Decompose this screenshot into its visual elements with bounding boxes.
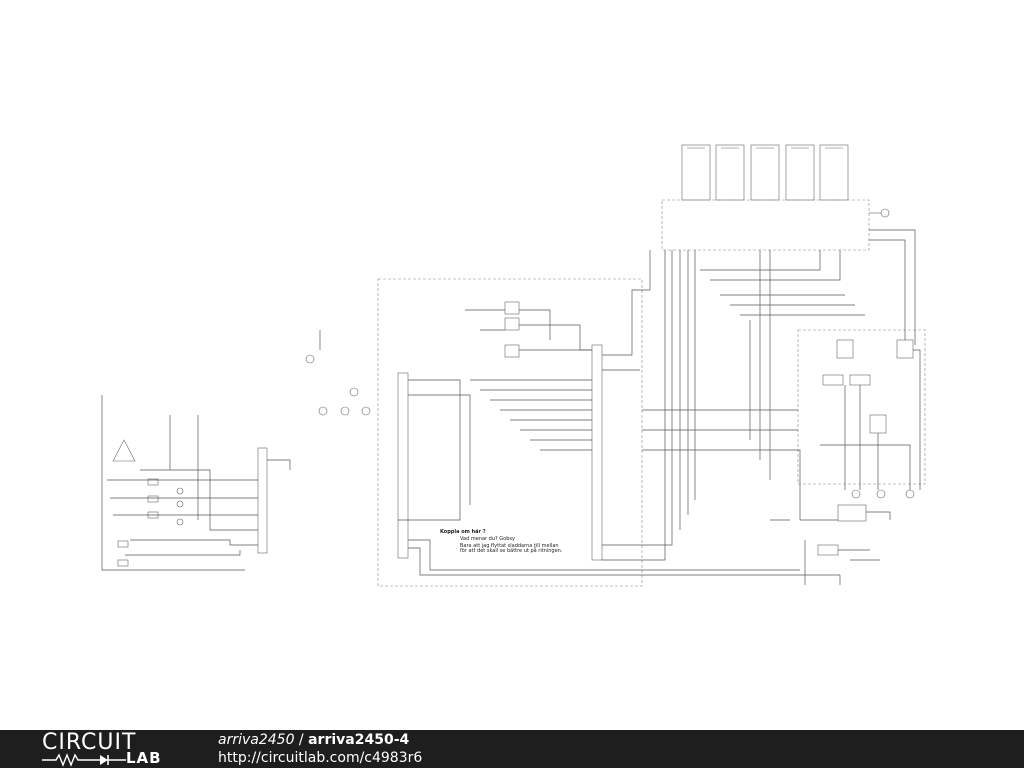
- note-heading: Koppla om här ?: [440, 529, 486, 535]
- note-line-3: för att det skall se bättre ut på ritnin…: [460, 547, 563, 554]
- footer-bar: CIRCUIT LAB arriva2450 / arriva2450-4 ht…: [0, 730, 1024, 768]
- resistor-diode-logo-icon: [42, 753, 126, 767]
- note-line-1: Vad menar du? Gobsy: [460, 536, 515, 542]
- circuit-title: arriva2450 / arriva2450-4: [218, 731, 409, 749]
- note-line-2: Bara att jag flyttat sladdarna till mell…: [460, 543, 559, 549]
- schematic-canvas[interactable]: Koppla om här ? Vad menar du? Gobsy Bara…: [0, 0, 1024, 730]
- logo-text-bottom: LAB: [126, 749, 162, 767]
- author-link[interactable]: arriva2450: [218, 732, 295, 748]
- logo-text-top: CIRCUIT: [42, 730, 137, 755]
- circuitlab-logo[interactable]: CIRCUIT LAB: [42, 730, 177, 767]
- circuit-url[interactable]: http://circuitlab.com/c4983r6: [218, 750, 423, 766]
- schematic-diagram: Koppla om här ? Vad menar du? Gobsy Bara…: [101, 144, 926, 587]
- title-separator: /: [294, 732, 309, 748]
- project-name[interactable]: arriva2450-4: [308, 732, 410, 748]
- top-relay-boxes: [681, 144, 849, 201]
